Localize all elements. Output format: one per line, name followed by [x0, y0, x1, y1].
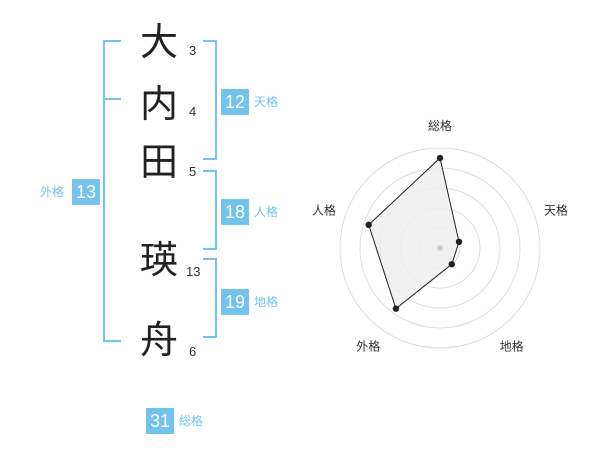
radar-center	[437, 245, 443, 251]
stroke-count-5: 6	[189, 344, 197, 359]
radar-axis-label-1: 総格	[428, 118, 452, 133]
jinkaku-bracket	[203, 170, 217, 250]
radar-point-2	[455, 238, 463, 246]
soukaku-badge: 31	[146, 408, 174, 434]
radar-ring	[339, 147, 541, 349]
name-char-3: 田	[139, 140, 178, 184]
tenkaku-bracket	[203, 40, 217, 160]
radar-axis-label-3: 地格	[500, 339, 524, 354]
gaikaku-bracket	[103, 40, 121, 342]
tenkaku-badge: 12	[221, 89, 249, 115]
name-char-1: 大	[139, 20, 178, 64]
radar-series-area	[368, 157, 460, 310]
radar-point-4	[392, 305, 400, 312]
radar-point-3	[448, 260, 455, 268]
jinkaku-label: 人格	[254, 205, 279, 219]
name-char-4: 瑛	[139, 238, 178, 282]
stroke-count-3: 5	[189, 164, 197, 179]
stroke-count-4: 13	[186, 264, 201, 279]
gaikaku-badge: 13	[72, 179, 100, 205]
name-char-2: 内	[139, 82, 178, 126]
radar-point-1	[436, 154, 444, 162]
radar-axis-label-2: 天格	[544, 202, 568, 217]
stroke-count-2: 4	[189, 104, 197, 119]
gaikaku-label: 外格	[40, 185, 65, 199]
gaikaku-bracket-tick	[103, 98, 121, 100]
chikaku-label: 地格	[254, 295, 279, 309]
radar-point-5	[365, 221, 372, 229]
stroke-count-1: 3	[189, 43, 197, 58]
chikaku-bracket	[203, 258, 217, 338]
radar-axis-label-4: 外格	[356, 339, 380, 354]
chikaku-badge: 19	[221, 289, 249, 315]
soukaku-label: 総格	[179, 414, 204, 428]
jinkaku-badge: 18	[221, 199, 249, 225]
name-char-5: 舟	[139, 318, 178, 362]
radar-axis-label-5: 人格	[312, 202, 336, 217]
tenkaku-label: 天格	[254, 95, 279, 109]
